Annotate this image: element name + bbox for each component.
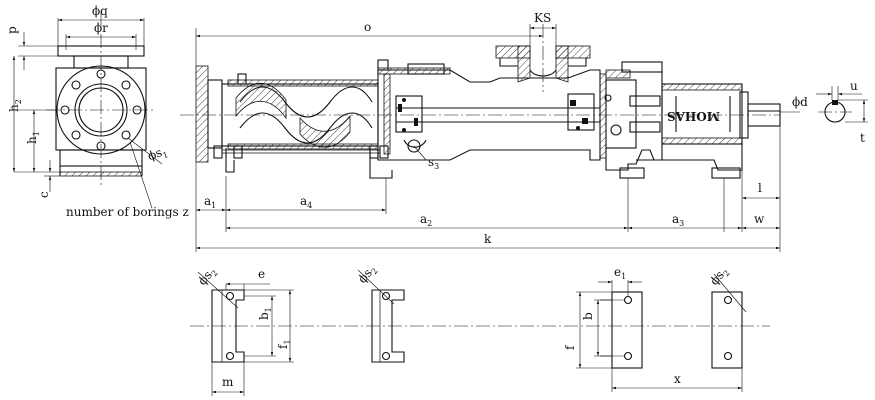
- flange-front-view: ϕq ϕr p h2 h1 c ϕs1 number of borings z: [5, 4, 189, 219]
- dim-t: t: [860, 131, 865, 145]
- dim-phi-s2-mid: ϕs2: [355, 262, 380, 287]
- dim-h2: h2: [7, 99, 23, 112]
- dim-f: f: [563, 344, 577, 350]
- dim-a3: a3: [672, 212, 684, 228]
- dim-phi-s1: ϕs1: [146, 143, 170, 165]
- dim-o: o: [364, 20, 371, 34]
- dim-phi-q: ϕq: [92, 4, 108, 18]
- dim-l: l: [758, 181, 762, 195]
- dim-phi-s2-right: ϕs2: [707, 264, 732, 289]
- dim-b: b: [581, 312, 595, 320]
- dim-f1: f1: [276, 339, 292, 349]
- dim-phi-d: ϕd: [792, 95, 808, 109]
- dim-ks: KS: [534, 11, 551, 25]
- brand-mark: MOHAS: [667, 109, 720, 123]
- foot-plate-right-center: e1 b f: [563, 265, 643, 369]
- dim-phi-s2-left: ϕs2: [195, 264, 220, 289]
- dim-w: w: [754, 212, 765, 226]
- dim-phi-r: ϕr: [94, 21, 108, 35]
- dim-c: c: [37, 191, 51, 198]
- pump-side-view: s3 KS MOHAS: [180, 11, 868, 252]
- dim-k: k: [484, 232, 492, 246]
- dim-x: x: [674, 372, 681, 386]
- bolt-holes: [60, 69, 142, 151]
- dim-a1: a1: [204, 194, 216, 210]
- foot-plate-left: e ϕs2 b1 f1 m: [195, 264, 294, 396]
- foot-plates-view: e ϕs2 b1 f1 m ϕs2: [190, 262, 770, 396]
- dim-h1: h1: [25, 131, 41, 144]
- foot-plate-middle: ϕs2: [355, 262, 405, 363]
- dim-a4: a4: [300, 194, 312, 210]
- dim-b1: b1: [257, 307, 273, 320]
- dim-e: e: [258, 267, 265, 281]
- dim-e1: e1: [614, 265, 626, 281]
- dim-s3: s3: [428, 155, 439, 171]
- dim-u: u: [850, 79, 858, 93]
- foot-plate-far-right: ϕs2: [707, 264, 747, 369]
- borings-note: number of borings z: [66, 205, 189, 219]
- dim-m: m: [222, 375, 234, 389]
- dim-p: p: [5, 26, 19, 34]
- dim-a2: a2: [420, 212, 432, 228]
